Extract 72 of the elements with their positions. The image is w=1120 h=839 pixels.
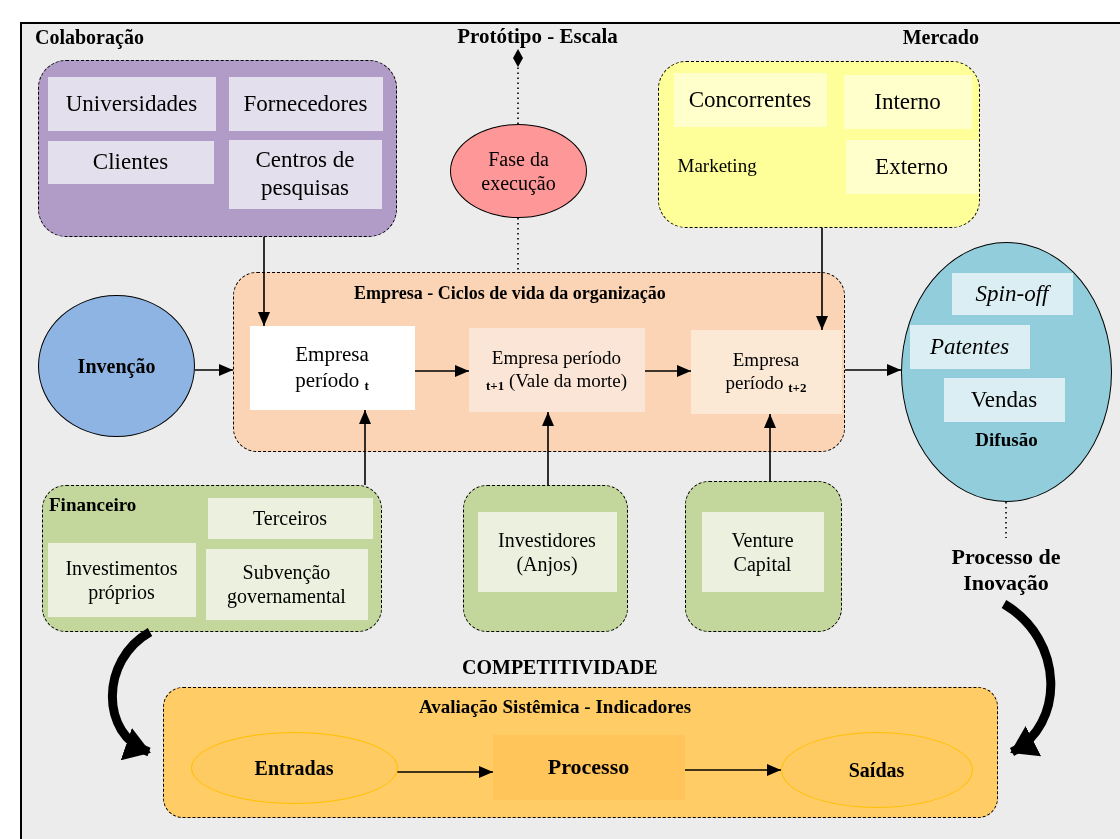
arrow (258, 236, 270, 327)
item-box (207, 497, 373, 539)
process-title: Processo de Inovação (950, 543, 1062, 597)
group-heading: Avaliação Sistêmica - Indicadores (419, 696, 692, 719)
item-box (477, 511, 617, 592)
item-label: Interno (874, 87, 941, 116)
item-box (228, 139, 382, 209)
arrow (414, 365, 470, 377)
item-box (47, 76, 216, 131)
item-label: Marketing (676, 155, 758, 178)
item-box (673, 72, 827, 127)
item-label: Investimentos próprios (64, 555, 179, 604)
item-label: Externo (875, 152, 948, 181)
curved-arrow (1001, 600, 1056, 756)
item-box (909, 324, 1030, 369)
arrow (764, 413, 776, 482)
item-label: Venture Capital (730, 527, 795, 576)
group-heading: Colaboração (35, 25, 144, 49)
arrow (194, 364, 234, 376)
arrow (359, 409, 371, 486)
process-box (492, 734, 685, 800)
stage-label: Empresa período $_{t+1}$ (Vale da morte) (484, 346, 629, 393)
item-label: Fornecedores (243, 89, 368, 118)
group-panel (685, 481, 842, 632)
group-panel (42, 485, 382, 632)
diffusion-label: Difusão (974, 429, 1039, 452)
item-label: Clientes (92, 148, 169, 176)
stage-label: Empresa período $_{t}$ (294, 342, 370, 393)
dotted-line (513, 49, 523, 125)
item-label: Subvenção governamental (226, 560, 347, 608)
axis-title: Protótipo - Escala (457, 24, 618, 50)
phase-label: Fase da execução (480, 147, 557, 195)
arrow (396, 766, 494, 778)
item-box (701, 511, 824, 592)
process-label: Processo (547, 753, 630, 781)
item-box (47, 542, 196, 617)
arrow (816, 227, 828, 331)
arrow (542, 411, 554, 486)
item-label: Investidores (Anjos) (497, 527, 597, 576)
item-label: Centros de pesquisas (254, 146, 356, 202)
stage-label: Empresa período $_{t+2}$ (724, 348, 808, 395)
item-box (228, 76, 383, 131)
dotted-line (1005, 501, 1007, 539)
group-heading: Empresa - Ciclos de vida da organização (354, 283, 666, 305)
group-heading: Mercado (902, 25, 979, 49)
input-label: Entradas (254, 755, 334, 780)
output-label: Saídas (848, 757, 905, 782)
invention-label: Invenção (77, 354, 156, 378)
item-box (943, 377, 1065, 422)
item-box (845, 139, 978, 194)
item-label: Patentes (929, 332, 1010, 361)
item-label: Concorrentes (688, 85, 812, 114)
arrow (844, 364, 902, 376)
stage-box (249, 325, 415, 410)
item-box (205, 548, 368, 620)
item-label: Universidades (65, 89, 198, 118)
stage-box (690, 329, 842, 414)
item-box (843, 74, 972, 129)
group-heading: COMPETITIVIDADE (462, 655, 658, 679)
item-label: Spin-off (975, 279, 1049, 308)
group-panel (463, 485, 628, 632)
stage-box (468, 327, 645, 412)
group-heading: Financeiro (49, 494, 137, 517)
dotted-line (517, 217, 519, 273)
item-box (951, 272, 1073, 315)
item-label: Vendas (970, 385, 1038, 414)
arrow (644, 365, 692, 377)
item-label: Terceiros (252, 506, 328, 530)
item-box (47, 140, 214, 184)
group-panel (233, 272, 845, 452)
arrow (684, 764, 782, 776)
curved-arrow (107, 628, 153, 757)
